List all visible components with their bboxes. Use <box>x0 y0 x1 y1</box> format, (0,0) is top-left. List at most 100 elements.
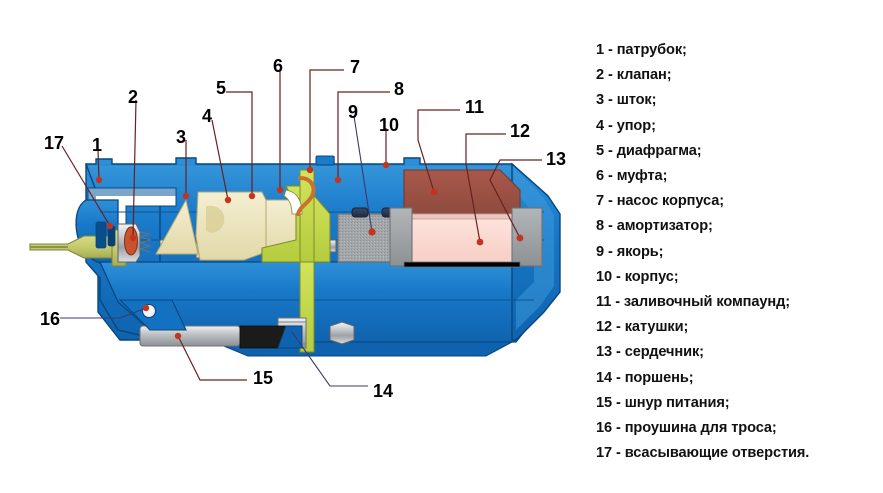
legend-label: диафрагма; <box>616 142 702 159</box>
callout-6: 6 <box>273 56 284 76</box>
compound-block <box>403 169 521 219</box>
leader-4 <box>211 119 229 201</box>
dot-10 <box>382 161 390 169</box>
leader-7 <box>309 69 344 170</box>
legend-number: 4 <box>596 117 605 134</box>
legend-item-11: 11 - заливочный компаунд; <box>596 290 883 315</box>
legend-dash: - <box>612 344 625 361</box>
coupling-white-channel <box>283 189 303 215</box>
callout-15: 15 <box>253 368 274 388</box>
legend-dash: - <box>612 369 625 386</box>
legend-item-6: 6 - муфта; <box>596 164 883 189</box>
dot-15 <box>174 332 182 340</box>
legend-dash: - <box>604 117 617 134</box>
callout-5: 5 <box>216 78 227 98</box>
legend-number: 8 <box>596 218 605 235</box>
legend-item-1: 1 - патрубок; <box>596 38 883 63</box>
pump-cutaway-svg <box>29 69 561 387</box>
legend-number: 13 <box>596 344 613 361</box>
dot-5 <box>248 192 256 200</box>
legend-item-17: 17 - всасывающие отверстия. <box>596 441 883 466</box>
leader-1 <box>97 149 100 181</box>
legend-item-16: 16 - проушина для троса; <box>596 416 883 441</box>
shock-absorber-8 <box>296 176 316 216</box>
legend-label: муфта; <box>616 168 668 185</box>
core-part-13 <box>389 207 543 268</box>
coil-block <box>407 217 515 267</box>
leader-14 <box>291 331 368 387</box>
legend-label: шнур питания; <box>624 394 730 411</box>
legend-item-9: 9 - якорь; <box>596 240 883 265</box>
legend-number: 5 <box>596 142 605 159</box>
legend-label: насос корпуса; <box>616 193 725 210</box>
legend-dash: - <box>604 193 617 210</box>
leader-lines-blue <box>60 115 373 387</box>
dot-11 <box>430 188 438 196</box>
dot-1 <box>95 176 103 184</box>
valve-spring <box>138 231 152 253</box>
legend-dash: - <box>611 294 624 311</box>
dot-8 <box>334 176 342 184</box>
legend-item-14: 14 - поршень; <box>596 366 883 391</box>
potting-compound-11 <box>403 169 521 219</box>
bolt-head <box>329 321 355 345</box>
leader-12 <box>465 133 506 243</box>
callout-12: 12 <box>510 121 531 141</box>
legend-label: корпус; <box>624 268 679 285</box>
legend-label: клапан; <box>616 67 672 84</box>
absorber-hook <box>296 176 316 216</box>
legend-label: поршень; <box>624 369 694 386</box>
legend-number: 16 <box>596 420 613 437</box>
legend-item-5: 5 - диафрагма; <box>596 139 883 164</box>
leader-13 <box>489 159 542 239</box>
pump-cutaway-diagram: 17 1 2 3 4 5 6 7 8 9 10 11 12 13 14 15 1… <box>29 56 566 401</box>
legend-number: 7 <box>596 193 605 210</box>
legend-item-8: 8 - амортизатор; <box>596 214 883 239</box>
core-left-block <box>389 207 413 267</box>
legend-label: проушина для троса; <box>624 420 777 437</box>
callout-16: 16 <box>40 309 61 329</box>
legend-number: 2 <box>596 67 605 84</box>
dot-17 <box>106 222 114 230</box>
legend-number: 14 <box>596 369 613 386</box>
dot-9 <box>368 228 376 236</box>
callout-8: 8 <box>394 79 405 99</box>
legend-item-2: 2 - клапан; <box>596 63 883 88</box>
callout-2: 2 <box>128 87 139 107</box>
core-bridge <box>403 261 521 268</box>
suction-port-slot-a <box>95 221 107 249</box>
leader-8 <box>337 91 390 180</box>
legend-number: 10 <box>596 268 613 285</box>
legend-dash: - <box>612 268 625 285</box>
leader-2 <box>132 99 137 239</box>
leader-17 <box>61 145 111 227</box>
dot-13 <box>516 234 524 242</box>
leader-9 <box>353 115 373 233</box>
legend-number: 15 <box>596 394 613 411</box>
pump-housing-flange-7 <box>315 155 335 166</box>
legend-dash: - <box>604 142 617 159</box>
legend-dash: - <box>604 42 617 58</box>
callout-4: 4 <box>202 106 213 126</box>
legend-dash: - <box>604 67 617 84</box>
legend-dash: - <box>612 445 625 462</box>
legend-label: якорь; <box>616 243 664 260</box>
dot-4 <box>224 196 232 204</box>
legend-dash: - <box>604 92 617 109</box>
legend-label: заливочный компаунд; <box>623 294 791 311</box>
dot-12 <box>476 238 484 246</box>
leader-5 <box>226 91 253 196</box>
legend-item-15: 15 - шнур питания; <box>596 391 883 416</box>
legend-list: 1 - патрубок; 2 - клапан; 3 - шток; 4 - … <box>596 38 883 466</box>
legend-number: 3 <box>596 92 605 109</box>
legend-item-7: 7 - насос корпуса; <box>596 189 883 214</box>
diaphragm-part-5 <box>155 191 303 261</box>
legend-label: амортизатор; <box>616 218 713 235</box>
callout-1: 1 <box>92 135 103 155</box>
callout-14: 14 <box>373 381 394 401</box>
legend-item-13: 13 - сердечник; <box>596 340 883 365</box>
flange-tab-7 <box>315 155 335 166</box>
legend-label: катушки; <box>624 319 689 336</box>
bolt-hex <box>329 321 355 345</box>
